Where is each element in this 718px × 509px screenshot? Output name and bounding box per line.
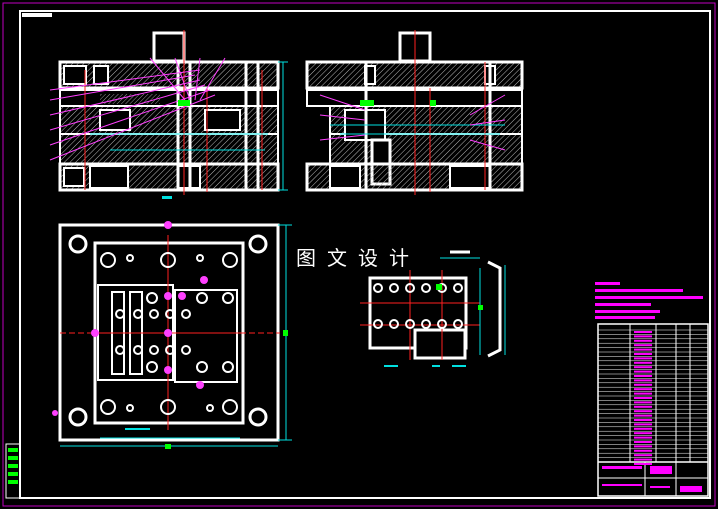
parts-list-entry-text: [634, 379, 652, 382]
parts-list-entry-text: [634, 432, 652, 435]
parts-list-entry-text: [634, 423, 652, 426]
title-block-marks: [602, 466, 702, 492]
parts-list-entry-text: [634, 392, 652, 395]
parts-list-entry-text: [634, 375, 652, 377]
parts-list-entry-text: [634, 463, 652, 465]
parts-list-entry-text: [634, 449, 652, 452]
parts-list-rows: [598, 329, 708, 465]
parts-list-entry-text: [634, 366, 652, 369]
plan-view: [52, 221, 292, 449]
parts-list-entry-text: [634, 370, 652, 373]
parts-list-entry-text: [634, 445, 652, 448]
parts-list-entry-text: [634, 388, 652, 391]
corner-mark: [22, 13, 52, 17]
parts-list-entry-text: [634, 436, 652, 439]
watermark: 图文设计: [296, 246, 420, 270]
revision-strip: [5, 443, 21, 499]
parts-list-entry-text: [634, 344, 652, 347]
parts-list-entry-text: [634, 361, 652, 364]
inner-border: [19, 10, 711, 499]
parts-list-entry-text: [634, 427, 652, 430]
parts-list-entry-text: [634, 441, 652, 443]
parts-list-entry-text: [634, 414, 652, 417]
parts-list-entry-text: [634, 339, 652, 342]
parts-list-entry-text: [634, 335, 652, 338]
parts-list-entry-text: [634, 405, 652, 408]
parts-list-entry-text: [634, 348, 652, 351]
parts-list-entry-text: [634, 383, 652, 386]
parts-list-entry-text: [634, 458, 652, 461]
parts-list-entry-text: [634, 331, 652, 333]
front-section-view: [49, 30, 288, 199]
parts-list-entry-text: [634, 410, 652, 413]
parts-list-entry-text: [634, 353, 652, 355]
side-section-view: [305, 30, 524, 195]
part-detail-view: [360, 250, 506, 367]
parts-list-entry-text: [634, 357, 652, 360]
technical-notes-block: [595, 282, 703, 319]
parts-list-entry-text: [634, 397, 652, 399]
parts-list-entry-text: [634, 401, 652, 404]
parts-list-entry-text: [634, 419, 652, 421]
parts-list-entry-text: [634, 454, 652, 457]
